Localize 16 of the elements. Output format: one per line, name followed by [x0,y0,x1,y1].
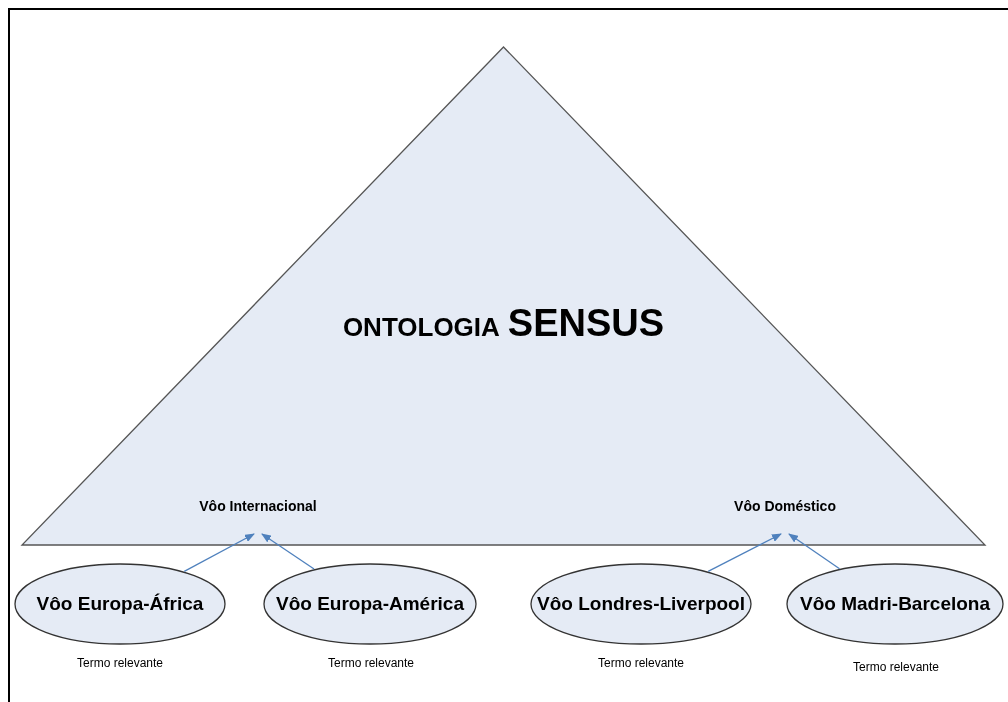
title-text: SENSUS [507,302,665,345]
node-label: Vôo Londres-Liverpool [537,592,745,616]
arrow [788,533,841,570]
caption-text: Termo relevante [596,656,685,670]
arrow [261,533,315,570]
caption-text: Termo relevante [75,656,164,670]
concept-label: Vôo Internacional [199,498,317,514]
arrow [707,533,782,572]
concept-label: Vôo Doméstico [734,498,836,514]
node-label: Vôo Europa-África [36,592,204,616]
caption-text: Termo relevante [851,660,940,674]
node-label: Vôo Madri-Barcelona [799,592,990,616]
title-text: ONTOLOGIA [342,312,500,343]
arrow [183,533,255,573]
node-label: Vôo Europa-América [276,592,464,616]
caption-text: Termo relevante [326,656,415,670]
